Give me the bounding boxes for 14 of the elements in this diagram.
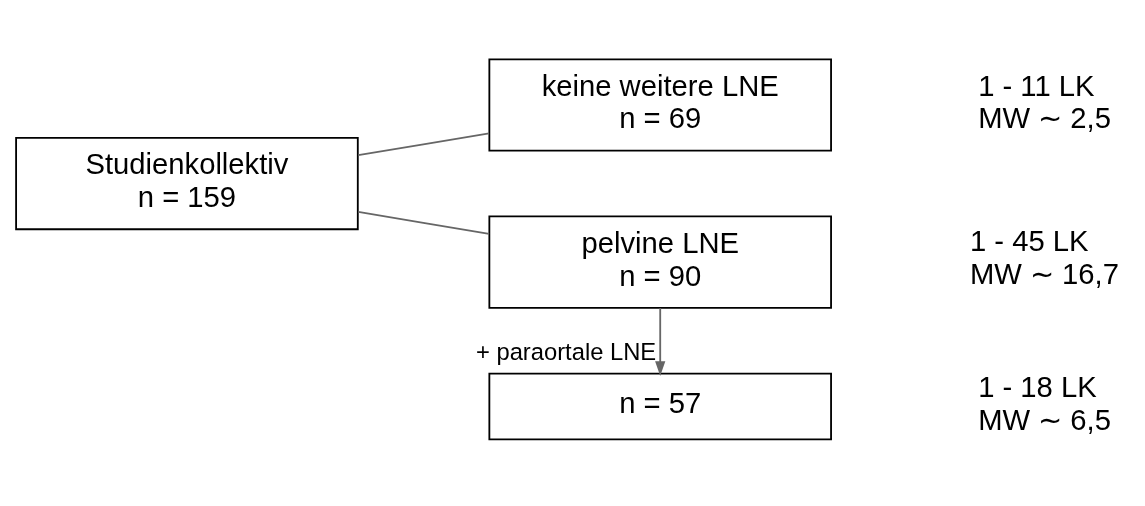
- node-box: Studienkollektiv n = 159: [15, 136, 359, 231]
- node-label: MW ∼ 2,5: [978, 102, 1111, 135]
- node-label: MW ∼ 16,7: [969, 257, 1119, 290]
- edge-label: + paraortale LNE: [476, 337, 657, 365]
- node-label: 1 - 11 LK: [978, 69, 1095, 102]
- node-box: pelvine LNE n = 90: [488, 215, 832, 309]
- node-label: MW ∼ 6,5: [978, 403, 1111, 436]
- node-label: 1 - 45 LK: [969, 224, 1089, 257]
- node-box: n = 57: [488, 372, 832, 441]
- node-label: 1 - 18 LK: [978, 370, 1097, 403]
- connector: [357, 132, 490, 157]
- connector: [357, 211, 490, 235]
- node-box: keine weitere LNE n = 69: [488, 58, 832, 152]
- arrow: [655, 307, 666, 376]
